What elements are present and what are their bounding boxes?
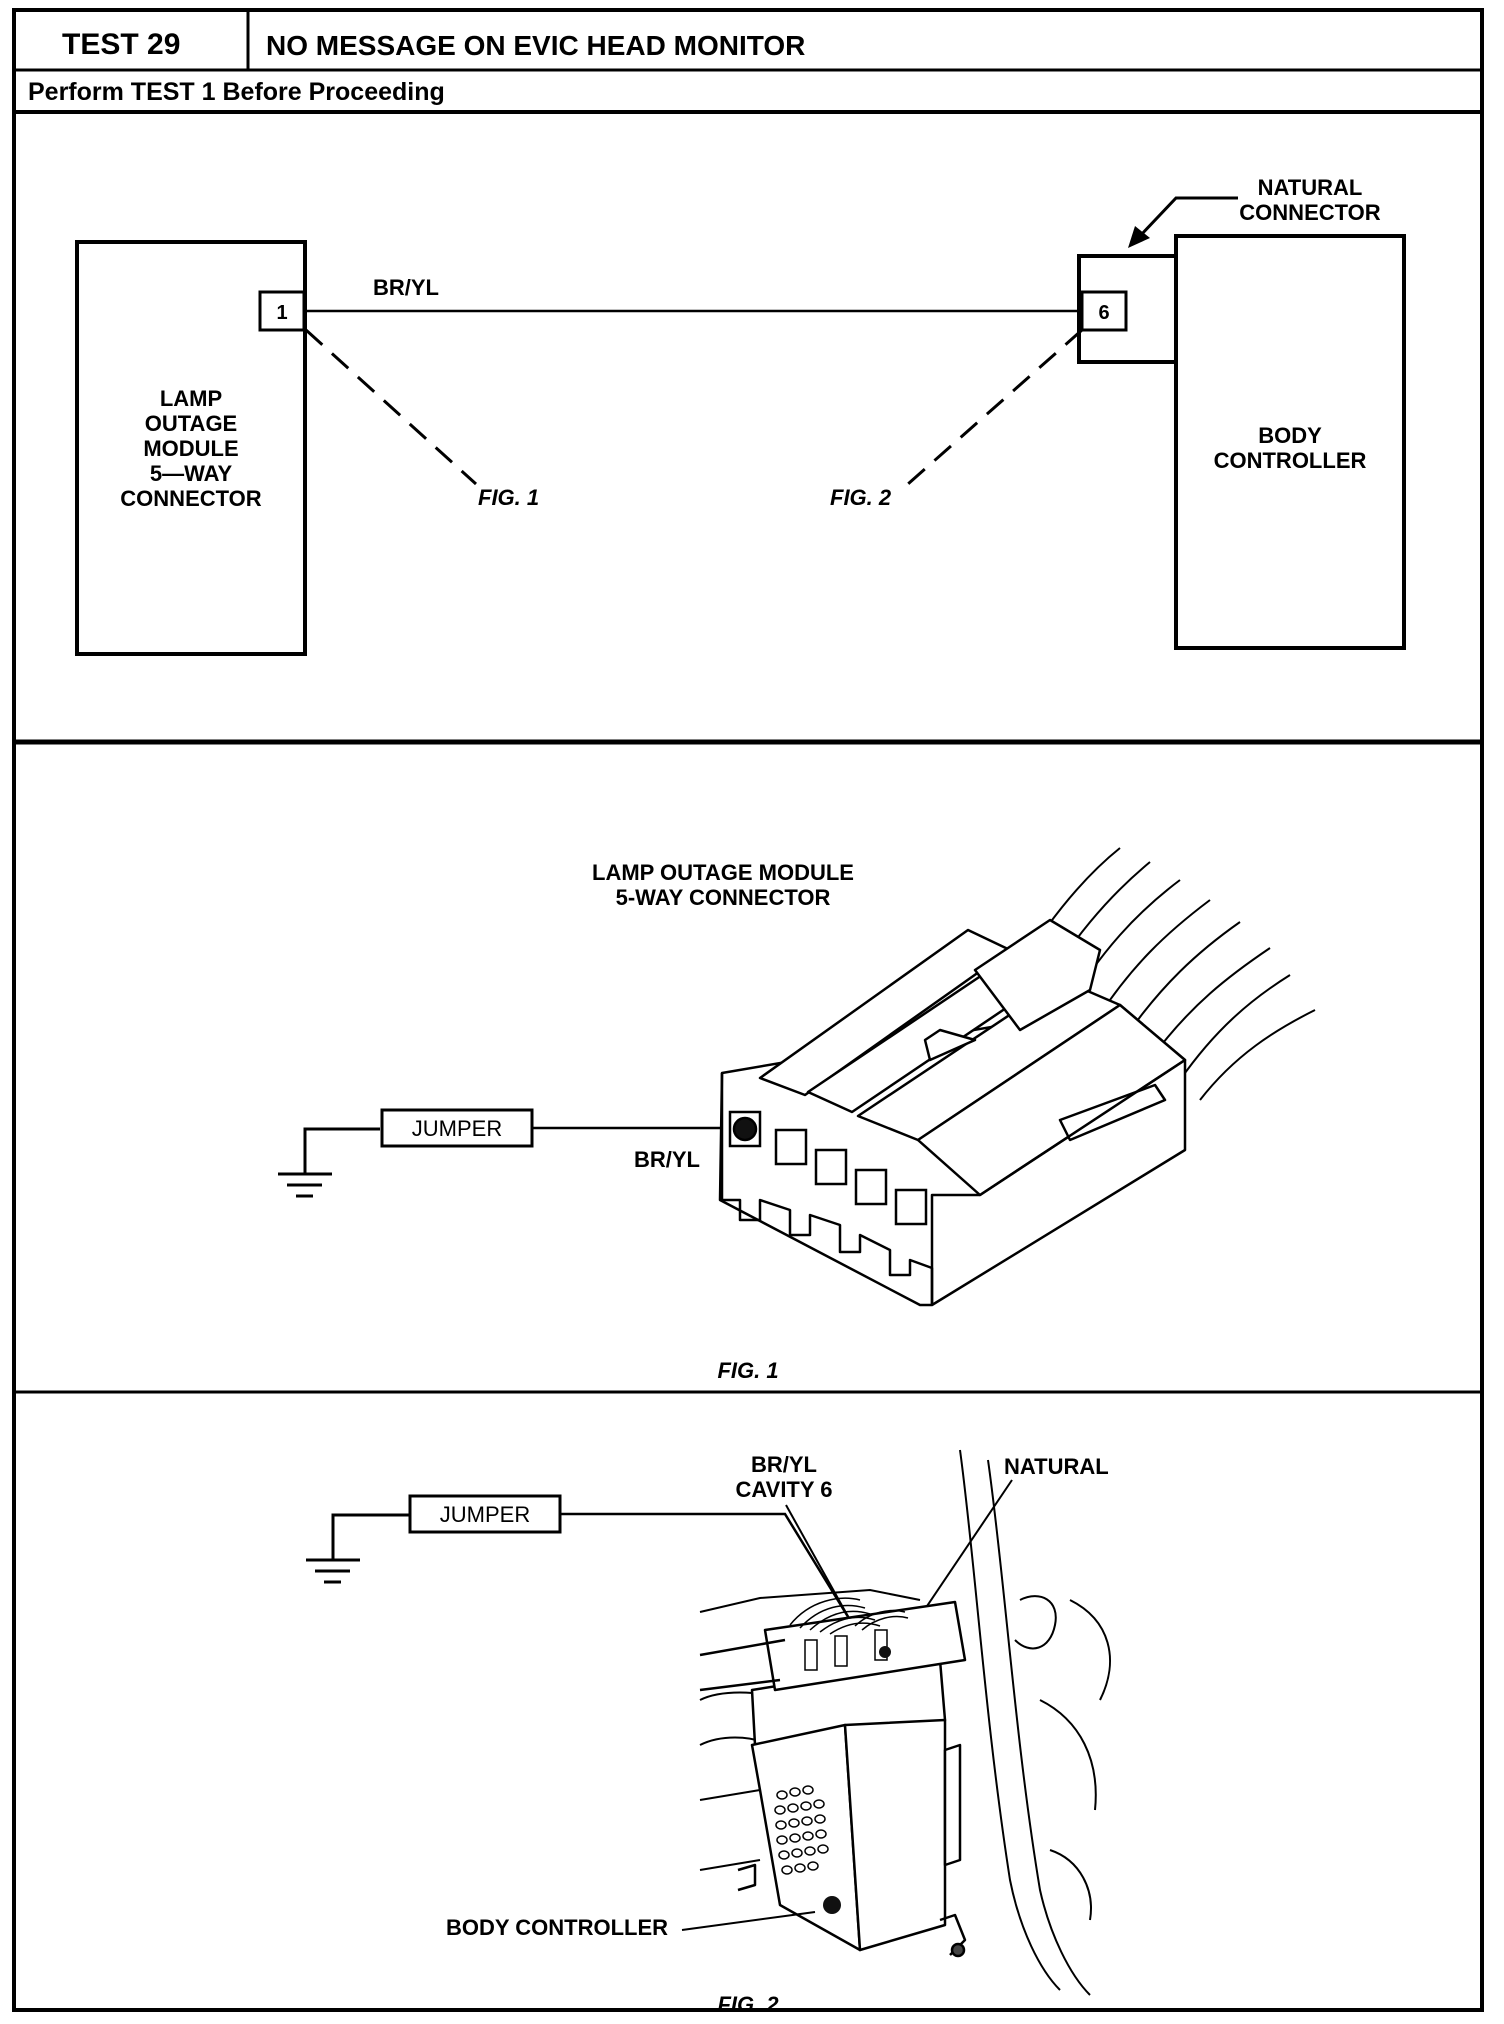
- fig1-wire-label: BR/YL: [634, 1147, 700, 1172]
- fig2-cavity-leader: [785, 1504, 851, 1621]
- fig1-ground-symbol: [278, 1127, 380, 1198]
- fig2-ground-symbol: [306, 1513, 410, 1584]
- fig2-connector-ribs: [789, 1597, 909, 1671]
- fig1-dashed-leader: [304, 328, 478, 486]
- fig1-connector-title-line-2: 5-WAY CONNECTOR: [616, 885, 831, 910]
- fig2-body-controller-label: BODY CONTROLLER: [446, 1915, 668, 1940]
- fig2-body-controller-leader: [681, 1911, 816, 1931]
- fig1-cavity-1-probe: [732, 1116, 758, 1142]
- test-prerequisite: Perform TEST 1 Before Proceeding: [28, 78, 445, 106]
- fig1-caption: FIG. 1: [717, 1358, 778, 1383]
- fig1-connector-cavities: [728, 1110, 928, 1226]
- natural-connector-callout-line-1: NATURAL: [1258, 175, 1363, 200]
- natural-connector-arrowhead: [1128, 226, 1150, 248]
- fig2-jumper-lead: [560, 1512, 852, 1621]
- lamp-module-pin-number: 1: [276, 302, 287, 324]
- lamp-module-label-line-1: LAMP: [160, 386, 222, 411]
- body-controller-box: [1174, 234, 1406, 650]
- fig2-section: BR/YL CAVITY 6 NATURAL JUMPER: [306, 1449, 1111, 2017]
- lamp-outage-module-box: [75, 240, 307, 656]
- fig1-5-way-connector-drawing: [718, 918, 1187, 1307]
- fig1-cavity-3: [814, 1148, 848, 1186]
- lamp-module-label-line-3: MODULE: [143, 436, 238, 461]
- test-title: NO MESSAGE ON EVIC HEAD MONITOR: [266, 30, 805, 61]
- fig1-cavity-5: [894, 1188, 928, 1226]
- body-controller-pin-number: 6: [1098, 302, 1109, 324]
- fig2-wire-label-line-2: CAVITY 6: [736, 1477, 833, 1502]
- body-controller-label-line-2: CONTROLLER: [1214, 448, 1367, 473]
- body-controller-label-line-1: BODY: [1258, 423, 1322, 448]
- fig2-natural-connector-cavity: [879, 1646, 891, 1658]
- lamp-module-label-line-4: 5—WAY: [150, 461, 233, 486]
- natural-connector-callout-line-2: CONNECTOR: [1239, 200, 1380, 225]
- natural-connector-leader: [1138, 196, 1238, 238]
- fig2-body-controller-drawing: [699, 1600, 967, 1958]
- fig2-natural-label: NATURAL: [1004, 1454, 1109, 1479]
- fig2-module-vent-holes: [774, 1785, 829, 1875]
- lamp-module-label-line-2: OUTAGE: [145, 411, 237, 436]
- fig1-section: LAMP OUTAGE MODULE 5-WAY CONNECTOR JUMPE…: [278, 847, 1316, 1383]
- fig1-connector-title-line-1: LAMP OUTAGE MODULE: [592, 860, 854, 885]
- body-controller-pin-box: [1080, 290, 1128, 332]
- fig1-cavity-4: [854, 1168, 888, 1206]
- fig2-module-mount-point: [823, 1896, 841, 1914]
- fig2-caption: FIG. 2: [717, 1992, 779, 2017]
- wire-color-label: BR/YL: [373, 275, 439, 300]
- schematic-section: 1 LAMP OUTAGE MODULE 5—WAY CONNECTOR BR/…: [75, 175, 1406, 656]
- lamp-module-label-line-5: CONNECTOR: [120, 486, 261, 511]
- page-border: [12, 8, 1484, 2012]
- fig2-wire-label-line-1: BR/YL: [751, 1452, 817, 1477]
- fig2-jumper-label: JUMPER: [440, 1502, 530, 1527]
- test-number: TEST 29: [62, 28, 180, 61]
- fig1-cavity-2: [774, 1128, 808, 1166]
- fig2-dashed-leader: [907, 328, 1083, 486]
- fig1-reference: FIG. 1: [478, 485, 539, 510]
- fig1-jumper-label: JUMPER: [412, 1116, 502, 1141]
- fig2-reference: FIG. 2: [830, 485, 892, 510]
